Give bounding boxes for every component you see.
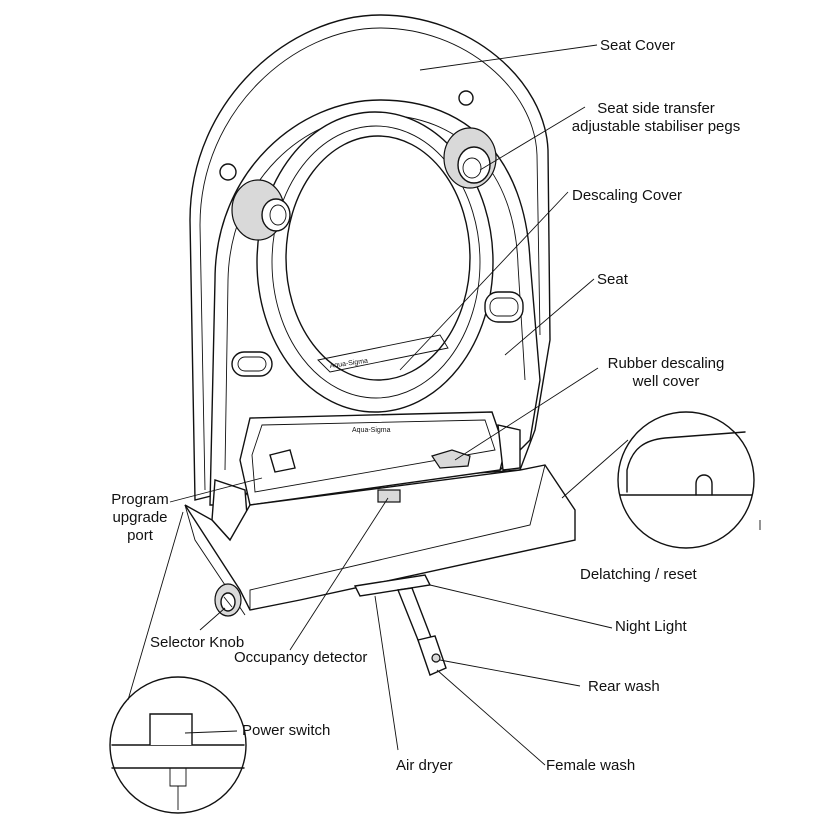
brand-mark: Aqua-Sigma [352, 427, 391, 434]
base-unit [184, 464, 576, 611]
label-rear-wash: Rear wash [588, 678, 660, 695]
power-switch-inset [109, 676, 247, 814]
label-air-dryer: Air dryer [396, 757, 453, 774]
selector-knob [214, 583, 242, 617]
stabiliser-peg-left [231, 179, 291, 241]
label-female-wash: Female wash [546, 757, 636, 774]
label-power-switch: Power switch [242, 722, 331, 739]
label-stabiliser-line1: Seat side transfer [597, 100, 715, 117]
label-program-line1: Program [111, 491, 169, 508]
label-program-port: Program upgrade port [100, 491, 180, 545]
label-stabiliser-line2: adjustable stabiliser pegs [571, 118, 741, 135]
label-seat: Seat [597, 271, 628, 288]
occupancy-detector [377, 489, 401, 503]
power-switch [149, 713, 193, 745]
label-delatching: Delatching / reset [580, 566, 697, 583]
label-program-line2: upgrade [112, 509, 168, 526]
wash-nozzle [417, 635, 447, 676]
label-occupancy-detector: Occupancy detector [234, 649, 368, 666]
label-selector-knob: Selector Knob [150, 634, 245, 651]
label-rubber-line1: Rubber descaling [607, 355, 725, 372]
air-dryer [397, 587, 433, 646]
label-descaling-cover: Descaling Cover [572, 187, 683, 204]
label-seat-cover: Seat Cover [600, 37, 676, 54]
label-program-line3: port [127, 527, 153, 544]
label-rubber-line2: well cover [632, 373, 700, 390]
label-rubber-descaling: Rubber descaling well cover [596, 355, 736, 391]
label-night-light: Night Light [615, 618, 687, 635]
rubber-descaling-well-cover [431, 449, 471, 469]
delatching-inset [617, 411, 761, 549]
stabiliser-peg-right [443, 127, 497, 189]
descaling-cover [285, 135, 471, 381]
label-stabiliser-pegs: Seat side transfer adjustable stabiliser… [556, 100, 756, 136]
